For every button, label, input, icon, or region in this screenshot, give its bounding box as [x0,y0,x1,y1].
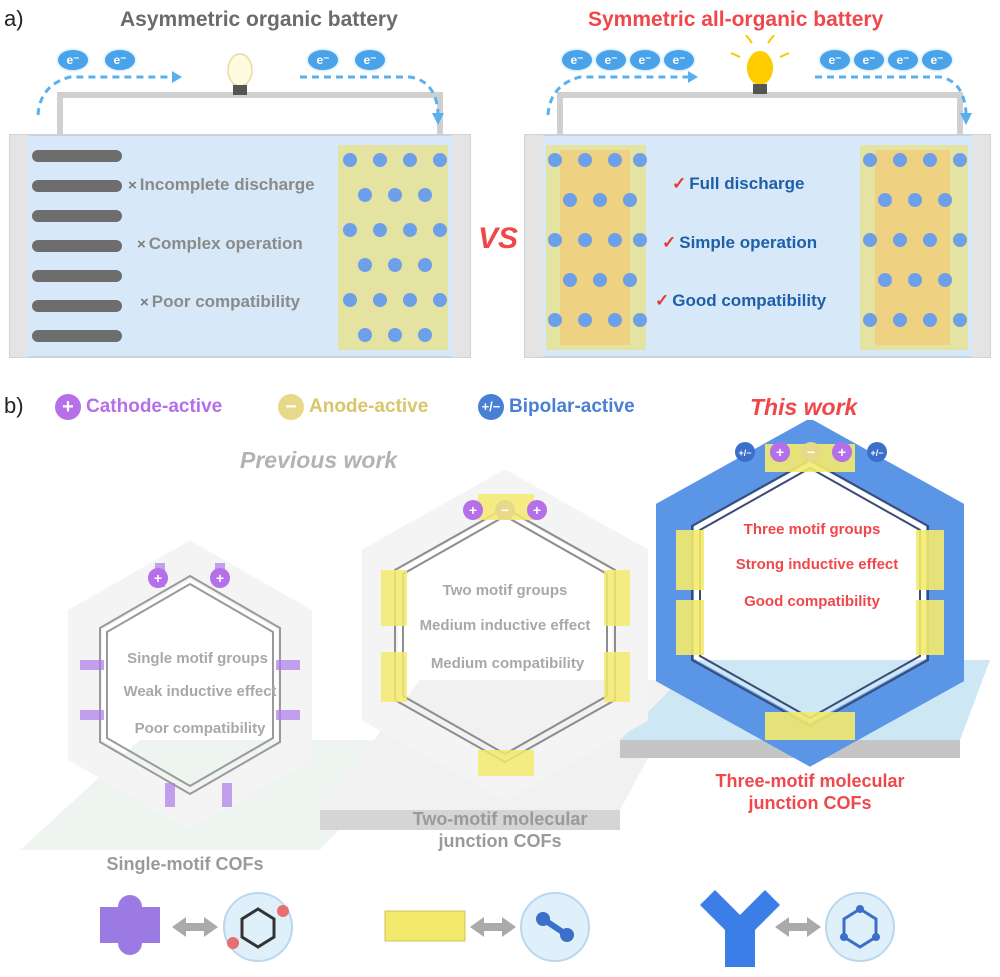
legend-anode-active: − Anode-active [278,394,428,420]
cross-icon: × [137,236,146,253]
electron-icon: e⁻ [308,50,338,70]
hex1-line-2: Weak inductive effect [123,683,277,700]
plus-minus-icon: +/− [478,394,504,420]
electron-icon: e⁻ [820,50,850,70]
panel-a-label: a) [4,6,24,31]
cross-icon: × [140,294,149,311]
minus-icon: − [278,394,304,420]
svg-text:+/−: +/− [870,448,883,458]
hex1-line-1: Single motif groups [127,650,268,667]
light-bulb-on-icon [730,35,790,94]
light-bulb-off-icon [227,53,253,95]
cof-electrode-right [860,145,968,350]
symmetric-battery-illustration [524,35,991,358]
double-arrow-icon [775,917,821,937]
hex3-line-2: Strong inductive effect [735,556,899,573]
two-motif-hexagon: + − + [362,469,648,801]
feature-complex-operation: ×Complex operation [137,234,303,253]
svg-text:+: + [216,570,224,586]
anode-motif-icon [384,910,466,942]
hex3-line-1: Three motif groups [743,521,881,538]
hex2-line-3: Medium compatibility [430,655,585,672]
asymmetric-battery-title: Asymmetric organic battery [120,8,398,31]
graphite-electrode [32,150,122,342]
check-icon: ✓ [672,174,687,193]
electron-icon: e⁻ [562,50,592,70]
cof-electrode [338,145,448,350]
hex2-line-1: Two motif groups [442,582,568,599]
svg-text:+: + [776,444,784,460]
symmetric-battery-title: Symmetric all-organic battery [588,8,884,31]
svg-text:+: + [469,502,477,518]
previous-work-label: Previous work [240,447,398,473]
electron-icon: e⁻ [922,50,952,70]
cof-structures-illustration: + + + − + +/− + − + +/− [20,420,990,850]
feature-poor-compatibility: ×Poor compatibility [140,292,301,311]
legend-cathode-active: + Cathode-active [55,394,222,420]
feature-simple-operation: ✓Simple operation [662,233,818,252]
asymmetric-battery-illustration [9,53,471,358]
svg-text:+: + [533,502,541,518]
feature-full-discharge: ✓Full discharge [672,174,805,193]
hex3-line-3: Good compatibility [744,593,880,610]
vs-label: VS [478,222,519,255]
electron-icon: e⁻ [888,50,918,70]
molecule-sphere-icon [825,892,895,962]
molecule-sphere-icon [223,892,293,962]
feature-incomplete-discharge: ×Incomplete discharge [128,175,315,194]
feature-good-compatibility: ✓Good compatibility [655,291,827,310]
three-motif-caption: Three-motif molecular junction COFs [715,771,905,813]
electron-icon: e⁻ [58,50,88,70]
cathode-motif-icon [100,895,160,955]
double-arrow-icon [172,917,218,937]
molecule-sphere-icon [520,892,590,962]
electron-icon: e⁻ [596,50,626,70]
panel-b-label: b) [4,393,24,418]
cross-icon: × [128,177,137,194]
check-icon: ✓ [655,291,670,310]
svg-text:−: − [501,502,509,518]
plus-icon: + [55,394,81,420]
hex2-line-2: Medium inductive effect [419,617,591,634]
check-icon: ✓ [662,233,677,252]
electron-icon: e⁻ [854,50,884,70]
svg-text:+: + [154,570,162,586]
single-motif-caption: Single-motif COFs [106,854,264,874]
double-arrow-icon [470,917,516,937]
svg-text:−: − [807,444,815,460]
this-work-label: This work [750,394,858,420]
hex1-line-3: Poor compatibility [134,720,266,737]
svg-text:+: + [838,444,846,460]
electron-icon: e⁻ [630,50,660,70]
legend-bipolar-active: +/− Bipolar-active [478,394,635,420]
svg-text:+/−: +/− [738,448,751,458]
electron-icon: e⁻ [105,50,135,70]
motif-icons-row [100,890,895,967]
cof-electrode-left [546,145,647,350]
two-motif-caption: Two-motif molecular junction COFs [412,809,588,851]
bipolar-motif-icon [700,890,780,967]
single-motif-hexagon: + + [68,540,312,830]
three-motif-hexagon: +/− + − + +/− [656,420,964,767]
electron-icon: e⁻ [664,50,694,70]
electron-icon: e⁻ [355,50,385,70]
